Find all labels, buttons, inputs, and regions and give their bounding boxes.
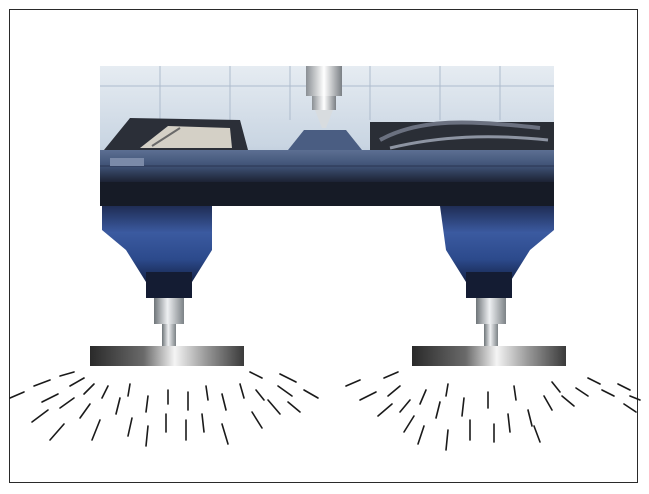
left-damper bbox=[90, 298, 244, 366]
right-leg bbox=[440, 206, 554, 282]
left-leg bbox=[102, 206, 212, 282]
spindle-head bbox=[306, 66, 342, 128]
left-vibration-lines bbox=[9, 371, 319, 447]
right-damper bbox=[412, 298, 566, 366]
beam-base bbox=[100, 182, 554, 206]
right-machinery bbox=[370, 120, 554, 154]
right-vibration-lines bbox=[345, 371, 641, 451]
left-machinery bbox=[104, 118, 248, 150]
beam-saddle bbox=[288, 130, 362, 150]
